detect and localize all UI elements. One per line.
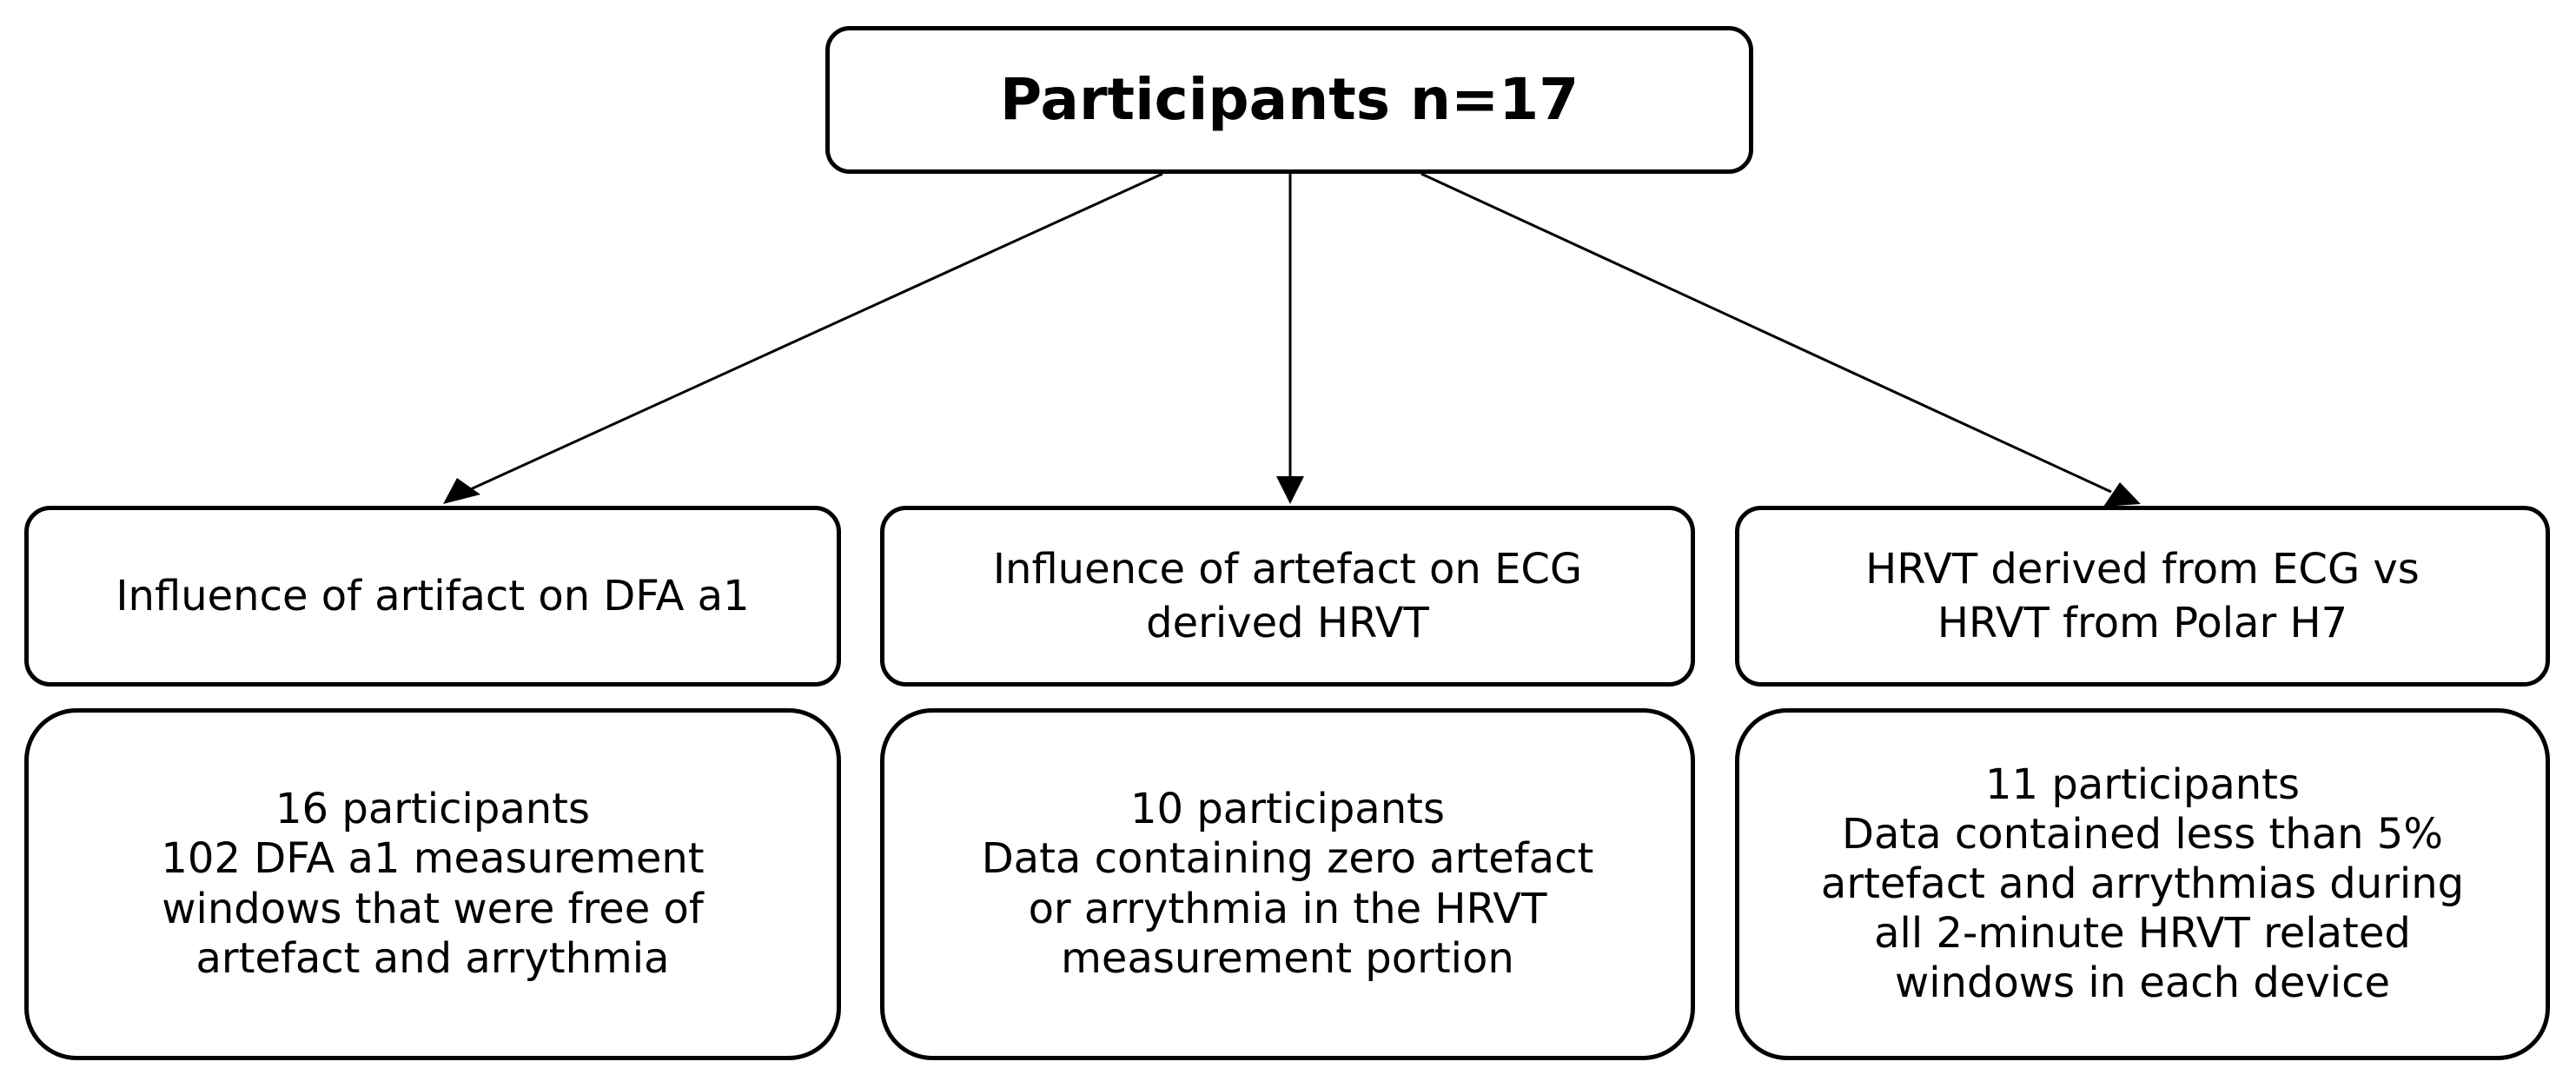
arrow-to-dfa-a1 — [453, 172, 1163, 499]
dfa-a1-category-label: Influence of artifact on DFA a1 — [116, 571, 750, 620]
dfa-a1-details-box: 16 participants 102 DFA a1 measurement w… — [24, 708, 841, 1060]
ecg-hrvt-details-text: 10 participants Data containing zero art… — [981, 785, 1594, 983]
arrow-to-hrvt-comparison — [1420, 172, 2112, 494]
arrowhead-right — [2103, 482, 2141, 507]
participants-box: Participants n=17 — [825, 26, 1753, 174]
arrowhead-center — [1276, 476, 1304, 504]
hrvt-comparison-details-text: 11 participants Data contained less than… — [1820, 760, 2465, 1008]
ecg-hrvt-details-box: 10 participants Data containing zero art… — [880, 708, 1695, 1060]
hrvt-comparison-details-box: 11 participants Data contained less than… — [1735, 708, 2550, 1060]
dfa-a1-category-box: Influence of artifact on DFA a1 — [24, 506, 841, 687]
arrowhead-left — [443, 478, 480, 504]
ecg-hrvt-category-label: Influence of artefact on ECG derived HRV… — [992, 544, 1583, 647]
ecg-hrvt-category-box: Influence of artefact on ECG derived HRV… — [880, 506, 1695, 687]
participants-label: Participants n=17 — [999, 66, 1579, 134]
dfa-a1-details-text: 16 participants 102 DFA a1 measurement w… — [161, 785, 705, 983]
hrvt-comparison-category-label: HRVT derived from ECG vs HRVT from Polar… — [1865, 544, 2420, 647]
hrvt-comparison-category-box: HRVT derived from ECG vs HRVT from Polar… — [1735, 506, 2550, 687]
